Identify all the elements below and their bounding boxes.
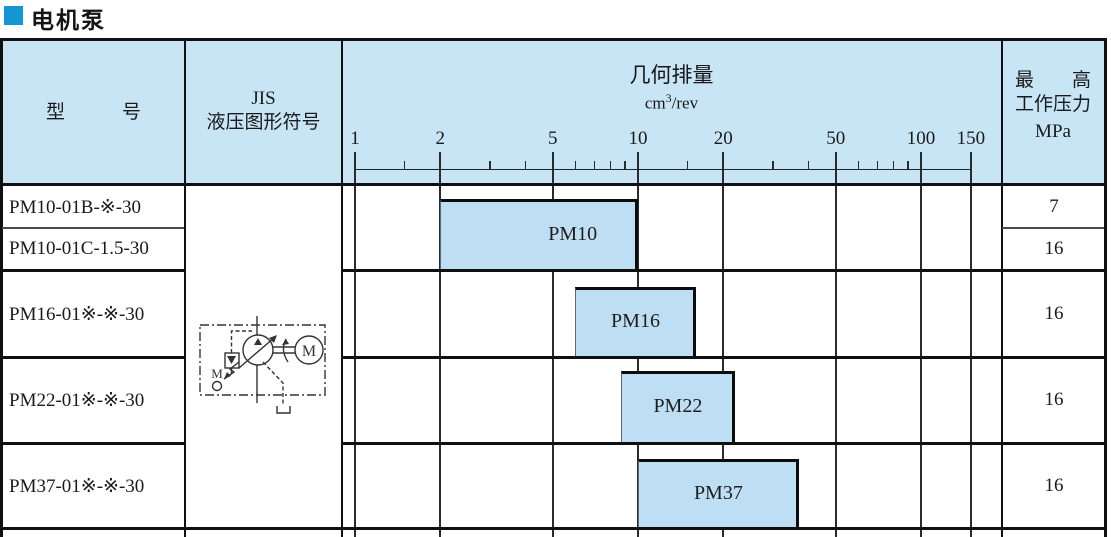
displacement-bar [575, 287, 696, 356]
column-header-jis: JIS 液压图形符号 [186, 87, 341, 135]
table-border [341, 41, 343, 537]
displacement-bar [440, 199, 638, 269]
table-border [341, 356, 1107, 359]
pressure-cell: 16 [1044, 475, 1064, 496]
page-title: 电机泵 [31, 7, 106, 33]
scale-minor-tick [876, 161, 878, 169]
scale-tick-label: 20 [713, 128, 733, 149]
table-border [1001, 41, 1003, 537]
grid-line [970, 152, 972, 537]
scale-minor-tick [524, 161, 526, 169]
scale-minor-tick [489, 161, 491, 169]
table-border [341, 269, 1107, 272]
scale-minor-tick [404, 161, 406, 169]
scale-minor-tick [687, 161, 689, 169]
displacement-title: 几何排量 [629, 63, 714, 87]
scale-minor-tick [574, 161, 576, 169]
displacement-unit: cm3/rev [644, 91, 699, 113]
jis-header-line1: JIS [251, 88, 276, 109]
grid-line [354, 152, 356, 537]
scale-tick-label: 100 [906, 128, 936, 149]
scale-minor-tick [593, 161, 595, 169]
bar-label: PM16 [611, 310, 660, 332]
table-border [0, 527, 1107, 530]
column-header-model: 型 号 [3, 100, 184, 126]
jis-header-line2: 液压图形符号 [206, 112, 321, 133]
pressure-cell: 7 [1049, 196, 1059, 217]
table-border [0, 38, 1107, 41]
model-cell: PM37-01※-※-30 [9, 475, 145, 497]
scale-tick-label: 2 [435, 128, 445, 149]
scale-tick-label: 50 [826, 128, 846, 149]
table-border [0, 269, 184, 272]
grid-line [920, 152, 922, 537]
grid-line [439, 152, 441, 537]
table-border [0, 442, 184, 445]
scale-tick-label: 10 [628, 128, 648, 149]
pressure-header-line1: 最 高 [1014, 70, 1091, 91]
column-header-model-label: 型 号 [45, 102, 141, 123]
scale-minor-tick [609, 161, 612, 169]
table-border [341, 442, 1107, 445]
displacement-bar [620, 371, 735, 442]
column-header-displacement: 几何排量 cm3/rev [342, 59, 1001, 114]
jis-hydraulic-symbol-icon: M M [199, 316, 326, 414]
model-cell: PM10-01C-1.5-30 [9, 238, 149, 259]
model-cell: PM16-01※-※-30 [9, 303, 145, 325]
pressure-header-line3: MPa [1035, 121, 1071, 142]
bar-label: PM10 [548, 222, 598, 245]
valve-m-label: M [211, 366, 223, 381]
scale-minor-tick [772, 161, 774, 169]
scale-tick-label: 5 [548, 128, 558, 149]
grid-line [835, 152, 837, 537]
table-border [0, 356, 184, 359]
displacement-bar [638, 459, 799, 527]
scale-minor-tick [807, 161, 809, 169]
pressure-header-line2: 工作压力 [1014, 94, 1091, 115]
grid-line [552, 152, 554, 537]
scale-minor-tick [624, 161, 626, 169]
column-header-pressure: 最 高 工作压力 MPa [1002, 69, 1104, 144]
grid-line [722, 152, 724, 537]
model-cell: PM22-01※-※-30 [9, 389, 145, 411]
scale-minor-tick [857, 161, 859, 169]
pressure-cell: 16 [1044, 389, 1064, 410]
table-border [184, 41, 186, 537]
scale-minor-tick [892, 161, 895, 169]
bar-label: PM37 [693, 481, 743, 504]
scale-tick-label: 150 [956, 128, 986, 149]
pressure-cell: 16 [1044, 238, 1064, 259]
motor-m-label: M [302, 343, 316, 360]
scale-minor-tick [907, 161, 909, 169]
title-bullet-square [4, 6, 23, 25]
pressure-cell: 16 [1044, 303, 1064, 324]
scale-tick-label: 1 [350, 128, 360, 149]
scale-ruler-line [355, 168, 971, 171]
table-border [1104, 38, 1107, 537]
model-cell: PM10-01B-※-30 [9, 196, 142, 218]
table-border [0, 183, 1107, 186]
bar-label: PM22 [653, 395, 703, 417]
table-border-thin [2, 227, 184, 229]
table-border-thin [1002, 227, 1104, 229]
table-border [0, 38, 3, 537]
